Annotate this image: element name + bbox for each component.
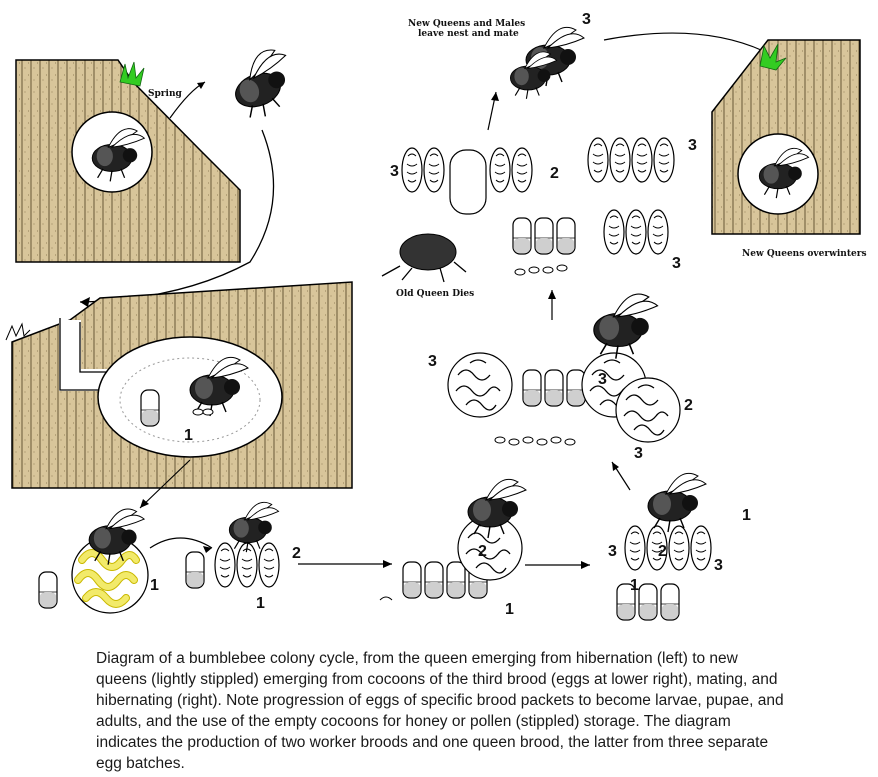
stage2-number-2: 2	[292, 545, 301, 562]
brood-stage-third: 1 3 2 3 1	[608, 472, 751, 621]
stage1-number: 1	[150, 577, 159, 594]
mate-number: 3	[582, 11, 591, 28]
comb-number-3b: 3	[598, 371, 607, 388]
overwinter-label: New Queens overwinters	[742, 249, 867, 259]
bumblebee-colony-cycle-diagram: Spring 1 1	[5, 11, 867, 621]
old-queen-dies: Old Queen Dies	[381, 233, 474, 299]
stage3-number-1: 1	[505, 601, 514, 618]
brood-stage-larvae: 1	[38, 508, 159, 614]
spring-label: Spring	[148, 89, 182, 99]
grass-icon	[119, 61, 145, 87]
mate-label-line1: New Queens and Males	[408, 19, 525, 29]
brood-stage-pupae: 2 1	[185, 501, 301, 612]
stage4-number-1: 1	[742, 507, 751, 524]
mate-label-line2: leave nest and mate	[418, 29, 519, 39]
comb-number-2: 2	[684, 397, 693, 414]
top-number-3c: 3	[672, 255, 681, 272]
stage4-number-1b: 1	[630, 577, 639, 594]
top-number-2: 2	[550, 165, 559, 182]
top-number-3b: 3	[688, 137, 697, 154]
old-queen-label: Old Queen Dies	[396, 289, 474, 299]
stage3-number-2: 2	[478, 543, 487, 560]
comb-number-3c: 3	[634, 445, 643, 462]
brood-stage-workers: 2 1	[379, 478, 527, 618]
stage4-number-2: 2	[658, 543, 667, 560]
new-queens-emerging: 3 2 3 3	[390, 137, 697, 276]
green-plant-icon	[759, 43, 787, 71]
nest-burrow: 1	[5, 281, 353, 489]
figure-caption: Diagram of a bumblebee colony cycle, fro…	[96, 650, 784, 772]
stage4-number-3a: 3	[608, 543, 617, 560]
brood-stage-queen-cells: 3 3 2 3	[428, 293, 693, 462]
comb-number-3a: 3	[428, 353, 437, 370]
nest-number: 1	[184, 427, 193, 444]
stage2-number-1: 1	[256, 595, 265, 612]
spring-burrow: Spring	[15, 59, 241, 263]
stage4-number-3b: 3	[714, 557, 723, 574]
top-number-3a: 3	[390, 163, 399, 180]
overwinter-burrow: New Queens overwinters	[711, 39, 867, 259]
